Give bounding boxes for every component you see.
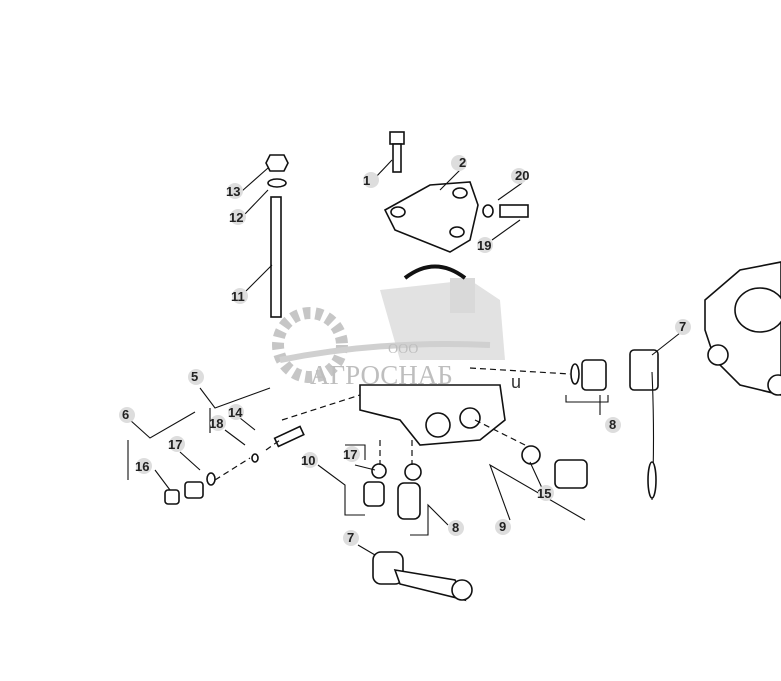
svg-text:17: 17: [168, 437, 182, 452]
callout-17-left: 17: [168, 436, 185, 452]
callout-20: 20: [511, 168, 529, 184]
callout-13: 13: [226, 183, 243, 199]
callout-7-bottom: 7: [343, 530, 359, 546]
svg-text:15: 15: [537, 486, 551, 501]
callout-15: 15: [537, 485, 554, 501]
bolt-part: [389, 131, 405, 173]
watermark-logo: ООО АГРОСНАБ: [272, 278, 505, 390]
callout-5: 5: [188, 369, 204, 385]
nipple-part: [164, 425, 305, 505]
svg-text:17: 17: [343, 447, 357, 462]
dust-cap-part: [629, 349, 659, 501]
plug-screw-part: [482, 204, 529, 218]
svg-text:12: 12: [229, 210, 243, 225]
callout-18: 18: [209, 415, 226, 431]
svg-text:16: 16: [135, 459, 149, 474]
callout-14: 14: [228, 404, 244, 420]
pump-housing-part: [704, 261, 781, 396]
seal-ring-part: [403, 264, 467, 280]
callout-12: 12: [229, 209, 246, 225]
callout-10: 10: [301, 452, 318, 468]
callout-6: 6: [119, 407, 135, 423]
fitting-part: [363, 463, 422, 520]
svg-text:7: 7: [347, 530, 354, 545]
callout-1: 1: [363, 172, 379, 188]
svg-text:20: 20: [515, 168, 529, 183]
svg-text:1: 1: [363, 173, 370, 188]
svg-text:9: 9: [499, 519, 506, 534]
callout-8-right: 8: [605, 417, 621, 433]
svg-text:19: 19: [477, 238, 491, 253]
callout-11: 11: [231, 288, 248, 304]
svg-text:6: 6: [122, 407, 129, 422]
svg-text:11: 11: [231, 289, 245, 304]
svg-text:14: 14: [228, 405, 243, 420]
callout-2: 2: [451, 155, 467, 171]
callout-7-right: 7: [675, 319, 691, 335]
svg-text:8: 8: [609, 417, 616, 432]
callout-16: 16: [135, 458, 152, 474]
watermark-prefix: ООО: [388, 342, 418, 357]
fragment-text: u: [511, 372, 521, 392]
svg-text:7: 7: [679, 319, 686, 334]
coupling-part: [570, 359, 607, 391]
callout-19: 19: [477, 237, 493, 253]
svg-text:8: 8: [452, 520, 459, 535]
cover-plate-part: [383, 181, 479, 253]
svg-text:2: 2: [459, 155, 466, 170]
svg-text:5: 5: [191, 369, 198, 384]
rod-part: [265, 154, 289, 318]
svg-text:10: 10: [301, 453, 315, 468]
housing-part: [359, 384, 506, 446]
callout-9: 9: [495, 519, 511, 535]
dust-cap-strap-part: [372, 551, 473, 602]
svg-text:18: 18: [209, 416, 223, 431]
callout-17-center: 17: [343, 446, 360, 462]
callout-8-center: 8: [448, 520, 464, 536]
svg-text:13: 13: [226, 184, 240, 199]
